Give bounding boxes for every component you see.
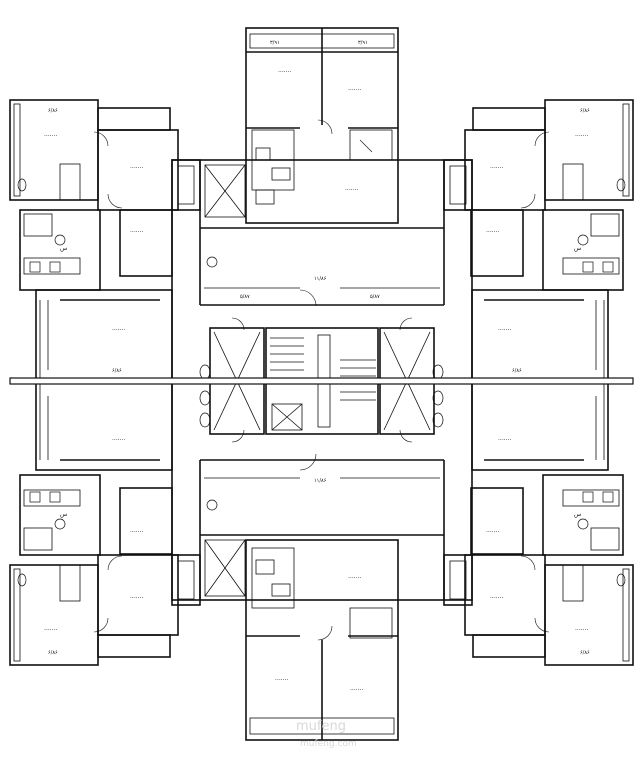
toilet-icon <box>616 178 626 192</box>
stove-icon <box>29 261 41 273</box>
toilet-icon <box>199 364 211 380</box>
room-label: ....... <box>130 163 143 170</box>
room-label: ....... <box>575 625 588 632</box>
shaft-bottom-left <box>204 539 246 597</box>
room-label: ....... <box>490 163 503 170</box>
unit-bottom-left: ۶/۸۶ ....... ....... ....... س <box>9 474 179 666</box>
room-label: ....... <box>275 675 288 682</box>
shaft-top-left <box>204 164 246 218</box>
dim-unit: ۶/۸۶ <box>48 650 58 656</box>
dim-right: ۶/۸۶ <box>512 368 522 374</box>
dim-top-left: ۳/۹۱ <box>270 40 280 46</box>
stove-icon <box>602 491 614 503</box>
room-label: ....... <box>575 131 588 138</box>
toilet-icon <box>206 256 218 268</box>
toilet-icon <box>17 573 27 587</box>
stove-icon <box>582 261 594 273</box>
room-label: ....... <box>345 185 358 192</box>
stove-icon <box>29 491 41 503</box>
toilet-icon <box>199 412 211 428</box>
room-label: ....... <box>486 527 499 534</box>
dim-center-top: ۱۱/۸۶ <box>314 276 327 282</box>
toilet-icon <box>432 390 444 406</box>
dim-left: ۶/۸۶ <box>112 368 122 374</box>
top-wing: ۳/۹۱ ۳/۹۱ ....... ....... ....... <box>245 27 399 224</box>
bottom-wing: ....... ....... ....... <box>245 539 399 741</box>
room-label: ....... <box>112 435 125 442</box>
dim-hall-right: ۵/۸۷ <box>370 294 380 300</box>
dim-top-right: ۳/۹۱ <box>358 40 368 46</box>
room-label: ....... <box>278 67 291 74</box>
kitchen-label: س <box>60 511 67 518</box>
room-label: ....... <box>348 85 361 92</box>
stove-icon <box>49 491 61 503</box>
toilet-icon <box>17 178 27 192</box>
sink-icon <box>54 234 66 246</box>
room-label: ....... <box>130 593 143 600</box>
toilet-icon <box>616 573 626 587</box>
room-label: ....... <box>130 227 143 234</box>
kitchen-label: س <box>574 245 581 252</box>
stove-icon <box>49 261 61 273</box>
room-label: ....... <box>350 685 363 692</box>
toilet-icon <box>206 499 218 511</box>
sink-icon <box>577 518 589 530</box>
unit-top-right: ۶/۸۶ ....... ....... ....... س <box>464 99 634 291</box>
room-label: ....... <box>486 227 499 234</box>
stove-icon <box>602 261 614 273</box>
toilet-icon <box>432 412 444 428</box>
sink-icon <box>54 518 66 530</box>
dim-hall-left: ۵/۸۷ <box>240 294 250 300</box>
living-zones: ....... ....... ....... ....... ۶/۸۶ ۶/۸… <box>9 289 634 471</box>
room-label: ....... <box>112 325 125 332</box>
axis-band <box>9 377 634 385</box>
kitchen-label: س <box>574 511 581 518</box>
room-label: ....... <box>498 325 511 332</box>
watermark: mufeng <box>296 719 346 734</box>
dim-unit: ۶/۸۶ <box>580 650 590 656</box>
room-label: ....... <box>44 625 57 632</box>
connectors <box>171 159 473 606</box>
dim-unit: ۶/۸۶ <box>48 108 58 114</box>
watermark-url: mufeng.com <box>300 739 357 749</box>
stove-icon <box>582 491 594 503</box>
dim-center-bottom: ۱۱/۸۶ <box>314 478 327 484</box>
unit-bottom-right: ۶/۸۶ ....... ....... ....... س <box>464 474 634 666</box>
unit-top-left: ۶/۸۶ ....... ....... ....... س <box>9 99 179 291</box>
room-label: ....... <box>348 573 361 580</box>
room-label: ....... <box>44 131 57 138</box>
kitchen-label: س <box>60 245 67 252</box>
room-label: ....... <box>498 435 511 442</box>
sink-icon <box>577 234 589 246</box>
dim-unit: ۶/۸۶ <box>580 108 590 114</box>
room-label: ....... <box>130 527 143 534</box>
room-label: ....... <box>490 593 503 600</box>
toilet-icon <box>199 390 211 406</box>
